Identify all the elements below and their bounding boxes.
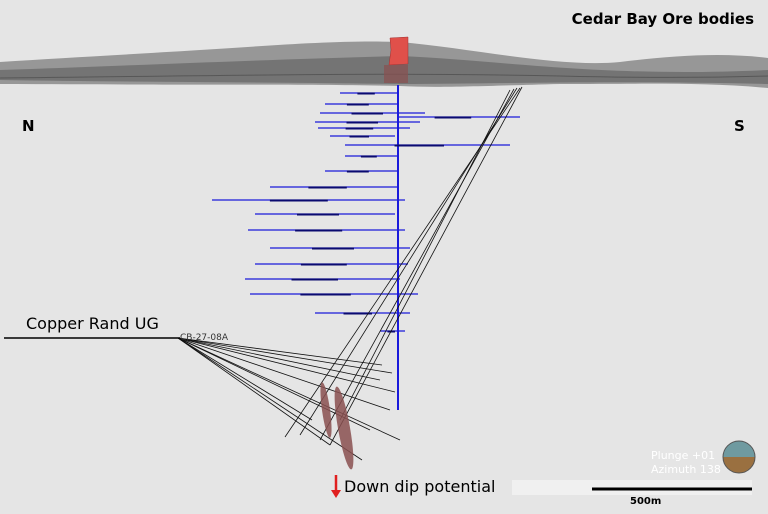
azimuth-readout: Azimuth 138	[651, 463, 721, 476]
fan-drill-hole	[177, 337, 396, 393]
fan-drill-hole	[177, 337, 363, 461]
south-label: S	[734, 117, 745, 135]
inclined-drill-hole	[284, 87, 521, 438]
fan-drill-hole	[177, 337, 391, 411]
orientation-globe-icon	[722, 440, 756, 474]
drill-hole-label: CB-27-08A	[180, 333, 229, 343]
fan-drill-hole	[177, 337, 401, 441]
fan-drill-hole	[177, 337, 313, 421]
scale-bar	[512, 480, 752, 495]
blue-drill-holes	[212, 85, 520, 410]
fan-drill-hole	[177, 337, 383, 366]
north-label: N	[22, 117, 35, 135]
scale-label: 500m	[630, 496, 662, 507]
map-title: Cedar Bay Ore bodies	[571, 10, 754, 28]
fan-drill-hole	[177, 337, 331, 446]
down-dip-arrow	[331, 475, 341, 498]
down-dip-label: Down dip potential	[344, 477, 496, 496]
copper-rand-label: Copper Rand UG	[26, 314, 159, 333]
black-drill-holes	[177, 86, 523, 461]
inclined-drill-hole	[329, 86, 523, 446]
fan-drill-hole	[177, 337, 393, 374]
open-pit-orebody	[384, 36, 409, 83]
fan-drill-hole	[177, 337, 381, 381]
plunge-readout: Plunge +01	[651, 449, 716, 462]
ore-bodies	[320, 382, 354, 470]
inclined-drill-hole	[339, 89, 511, 421]
